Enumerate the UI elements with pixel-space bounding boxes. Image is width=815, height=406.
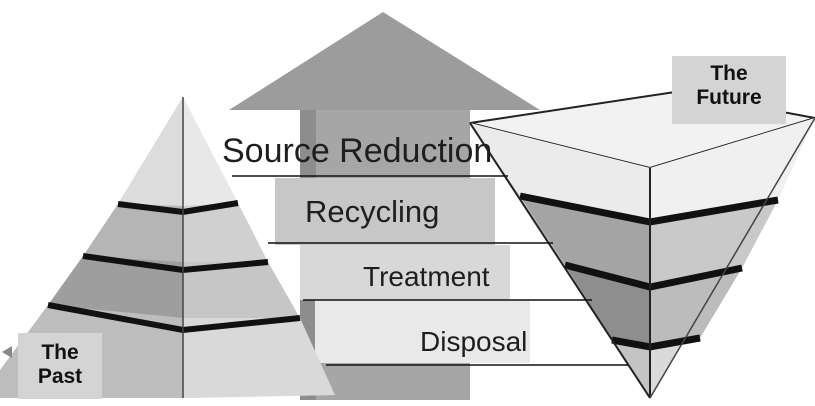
future-label-line1: The bbox=[710, 62, 748, 85]
band-disposal bbox=[315, 300, 530, 363]
label-recycling: Recycling bbox=[305, 194, 440, 229]
label-source-reduction: Source Reduction bbox=[222, 132, 493, 170]
label-treatment: Treatment bbox=[363, 261, 490, 292]
future-pyramid bbox=[469, 90, 815, 399]
past-label-line1: The bbox=[41, 341, 79, 364]
band-treatment bbox=[300, 245, 510, 300]
past-label-line2: Past bbox=[37, 365, 83, 389]
label-underlines bbox=[232, 175, 628, 366]
left-edge-marker bbox=[2, 346, 12, 358]
label-disposal: Disposal bbox=[420, 326, 528, 357]
past-label-box: The Past bbox=[18, 333, 102, 399]
level-bands bbox=[275, 178, 530, 363]
band-recycling bbox=[275, 178, 495, 245]
future-label-box: The Future bbox=[672, 56, 786, 124]
future-label-line2: Future bbox=[696, 86, 762, 110]
